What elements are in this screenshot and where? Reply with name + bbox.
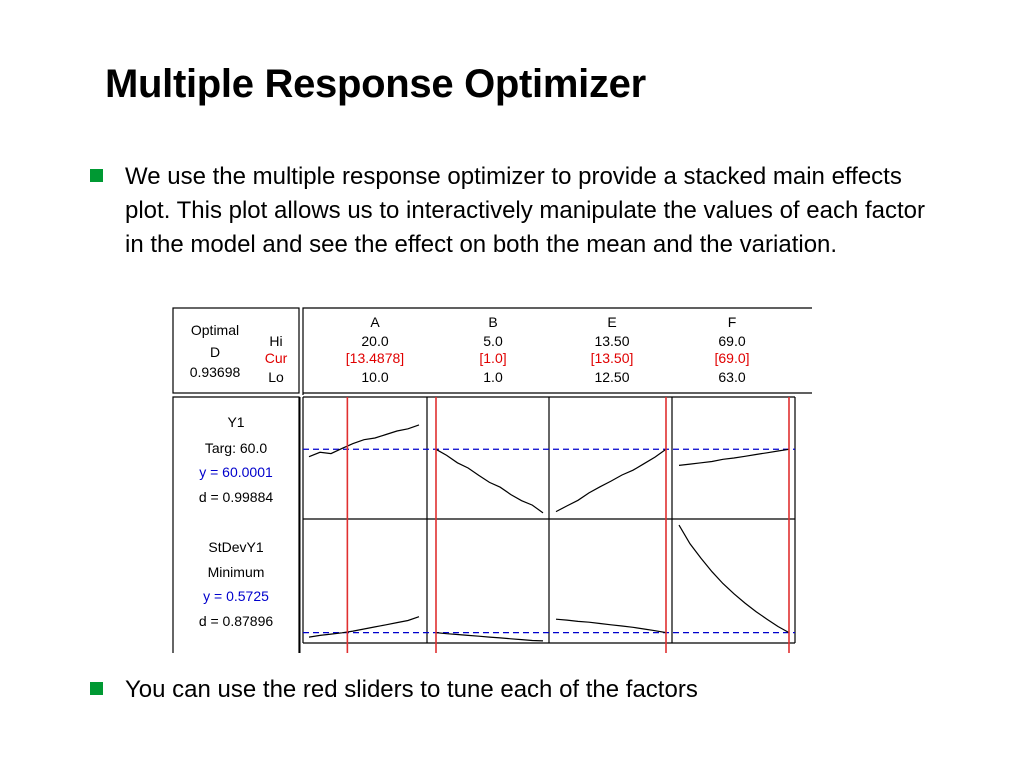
hi-row-label: Hi [269,333,282,349]
curve-Y1-E [555,448,667,513]
factor-name-F: F [728,314,737,330]
factor-name-E: E [607,314,616,330]
response-name-0: Y1 [227,414,244,430]
lo-row-label: Lo [268,369,284,385]
factor-hi-F: 69.0 [718,333,745,349]
factor-hi-B: 5.0 [483,333,503,349]
factor-cur-B[interactable]: [1.0] [479,350,506,366]
factor-header-frame [302,307,812,395]
composite-d-value: 0.93698 [190,364,241,380]
factor-name-B: B [488,314,497,330]
response-name-1: StDevY1 [208,539,263,555]
curve-StDevY1-A [308,616,420,638]
cur-row-label: Cur [265,350,288,366]
response-goal-0: Targ: 60.0 [205,440,267,456]
curve-Y1-B [435,448,544,514]
response-desirability-0: d = 0.99884 [199,489,274,505]
factor-hi-A: 20.0 [361,333,388,349]
curve-StDevY1-F [678,524,790,634]
factor-cur-A[interactable]: [13.4878] [346,350,404,366]
response-frame [172,396,300,653]
response-prediction-0: y = 60.0001 [199,464,273,480]
factor-lo-E: 12.50 [594,369,629,385]
response-desirability-1: d = 0.87896 [199,613,274,629]
factor-cur-E[interactable]: [13.50] [591,350,634,366]
optimal-label: Optimal [191,322,239,338]
factor-lo-A: 10.0 [361,369,388,385]
bullet-item-1: We use the multiple response optimizer t… [90,160,950,262]
response-goal-1: Minimum [208,564,265,580]
factor-lo-B: 1.0 [483,369,503,385]
curve-Y1-A [308,424,420,458]
curve-StDevY1-B [435,632,544,642]
bullet-item-2: You can use the red sliders to tune each… [90,673,950,707]
factor-cur-F[interactable]: [69.0] [714,350,749,366]
bullet-square-icon [90,169,103,182]
bullet-square-icon [90,682,103,695]
factor-name-A: A [370,314,380,330]
factor-hi-E: 13.50 [594,333,629,349]
composite-d-label: D [210,344,220,360]
slide-title: Multiple Response Optimizer [105,62,646,106]
curve-Y1-F [678,448,790,466]
bullet-text-2: You can use the red sliders to tune each… [125,676,698,703]
optimal-frame [172,307,300,394]
factor-lo-F: 63.0 [718,369,745,385]
bullet-text-1: We use the multiple response optimizer t… [125,163,925,258]
curve-StDevY1-E [555,618,667,634]
response-prediction-1: y = 0.5725 [203,588,269,604]
